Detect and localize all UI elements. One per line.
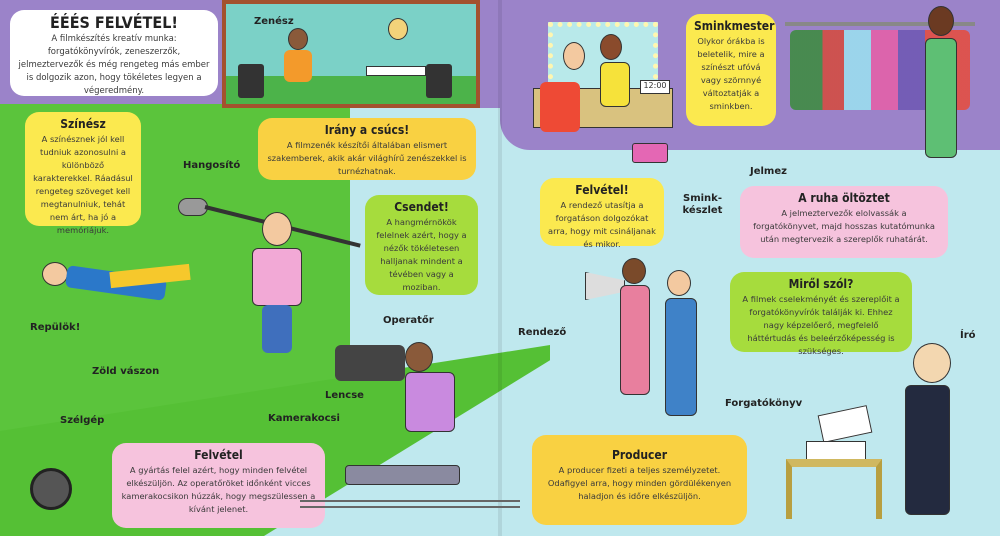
box-felvetel: Felvétel A gyártás felel azért, hogy min…	[112, 443, 325, 528]
box-ruha: A ruha öltöztet A jelmeztervezők elolvas…	[740, 186, 948, 258]
speaker-icon	[426, 64, 452, 98]
box-text: A gyártás felel azért, hogy minden felvé…	[121, 465, 316, 514]
intro-text: A filmkészítés kreatív munka: forgatókön…	[18, 34, 210, 96]
box-title: Felvétel	[194, 448, 243, 462]
label-rendezo: Rendező	[518, 327, 567, 338]
label-smink-keszlet: Smink-készlet	[682, 193, 723, 216]
box-csendet: Csendet! A hangmérnökök felelnek azért, …	[365, 195, 478, 295]
label-hangosito: Hangosító	[183, 160, 241, 171]
box-title: A ruha öltöztet	[798, 191, 890, 205]
box-text: A hangmérnökök felelnek azért, hogy a né…	[376, 217, 467, 292]
box-text: Olykor órákba is beletelik, mire a színé…	[697, 36, 765, 111]
megaphone-icon	[585, 272, 625, 300]
camera-icon	[335, 345, 405, 381]
label-repulok: Repülök!	[30, 322, 81, 333]
box-text: A jelmeztervezők elolvassák a forgatókön…	[753, 208, 935, 244]
box-title: Színész	[60, 117, 106, 131]
label-operator: Operatőr	[383, 315, 434, 326]
box-text: A rendező utasítja a forgatáson dolgozók…	[548, 200, 656, 249]
intro-title: ÉÉÉS FELVÉTEL!	[50, 13, 178, 32]
label-jelmez: Jelmez	[750, 166, 787, 177]
box-title: Felvétel!	[575, 183, 629, 197]
costume-designer-figure	[925, 38, 957, 158]
label-lencse: Lencse	[325, 390, 364, 401]
script-paper-icon	[817, 405, 873, 443]
label-zenesz: Zenész	[254, 16, 294, 27]
label-forgatokonyv: Forgatókönyv	[725, 398, 803, 409]
box-text: A filmek cselekményét és szereplőit a fo…	[742, 294, 900, 356]
makeup-kit-icon	[632, 143, 668, 163]
label-kamerakocsi: Kamerakocsi	[268, 413, 340, 424]
script-on-table	[806, 441, 866, 461]
box-irany: Irány a csúcs! A filmzenék készítői álta…	[258, 118, 476, 180]
label-zold-vaszon: Zöld vászon	[92, 366, 160, 377]
camera-dolly	[345, 465, 460, 485]
box-mirol: Miről szól? A filmek cselekményét és sze…	[730, 272, 912, 356]
dolly-track	[300, 500, 520, 508]
box-felvetel-director: Felvétel! A rendező utasítja a forgatáso…	[540, 178, 664, 249]
camera-operator-figure	[405, 372, 455, 432]
director-figure	[620, 285, 650, 395]
box-title: Miről szól?	[788, 277, 854, 291]
box-text: A színésznek jól kell tudniuk azonosulni…	[33, 134, 133, 235]
box-sminkmester: Sminkmester Olykor órákba is beletelik, …	[686, 14, 776, 126]
box-title: Producer	[611, 448, 668, 462]
red-chair	[540, 82, 580, 132]
music-stage-scene	[222, 0, 480, 108]
box-title: Irány a csúcs!	[324, 123, 410, 137]
label-szelgep: Szélgép	[60, 415, 105, 426]
box-title: Csendet!	[394, 200, 449, 214]
writer-figure	[905, 385, 950, 515]
box-producer: Producer A producer fizeti a teljes szem…	[532, 435, 747, 525]
clock: 12:00	[640, 80, 670, 94]
label-iro: Író	[960, 330, 976, 341]
box-text: A filmzenék készítői általában elismert …	[267, 140, 467, 176]
box-title: Sminkmester	[694, 19, 775, 33]
boom-mic-icon	[178, 198, 208, 216]
clothes-rack	[785, 22, 975, 26]
page-fold	[498, 0, 502, 536]
wind-machine-icon	[30, 468, 72, 510]
box-szinesz: Színész A színésznek jól kell tudniuk az…	[25, 112, 141, 235]
writing-table	[786, 459, 882, 519]
makeup-artist-figure	[600, 62, 630, 107]
sound-engineer-figure	[252, 248, 302, 306]
box-text: A producer fizeti a teljes személyzetet.…	[547, 465, 732, 501]
producer-figure	[665, 298, 697, 416]
keyboard-icon	[366, 66, 426, 76]
intro-box: ÉÉÉS FELVÉTEL! A filmkészítés kreatív mu…	[10, 10, 218, 96]
speaker-icon	[238, 64, 264, 98]
